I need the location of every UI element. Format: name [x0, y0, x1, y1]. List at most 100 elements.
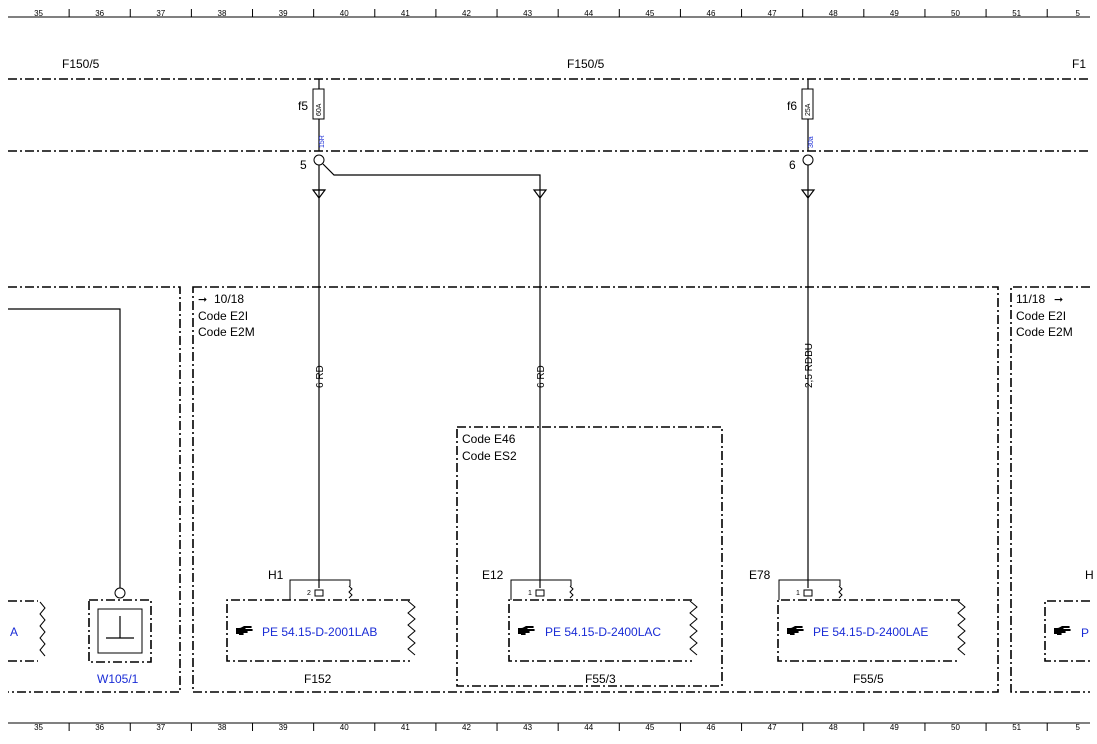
region-code: Code E2I: [1016, 309, 1066, 323]
fuse-rating: 25A: [805, 103, 812, 116]
left-partial-text[interactable]: A: [10, 625, 18, 639]
terminal-code: 15R: [319, 135, 326, 148]
ruler-number: 48: [829, 723, 838, 732]
ruler-number: 5: [1076, 723, 1081, 732]
ruler-number: 43: [523, 9, 532, 18]
reference-box-2[interactable]: PE 54.15-D-2400LAC F55/3: [508, 599, 698, 686]
ruler-number: 51: [1012, 723, 1021, 732]
region-inner: Code E46 Code ES2: [456, 426, 723, 687]
terminal-circle: [802, 154, 814, 166]
bus-label-right: F1: [1072, 57, 1086, 71]
ruler-number: 44: [584, 723, 593, 732]
ruler-number: 35: [34, 9, 43, 18]
right-partial-connector: H: [1085, 568, 1094, 582]
ground-label[interactable]: W105/1: [97, 672, 139, 686]
ruler-number: 40: [340, 723, 349, 732]
terminal-pin: 6: [789, 158, 796, 172]
terminal-code: 30a: [808, 136, 815, 148]
region-code: Code E2M: [198, 325, 255, 339]
connector-pin: 1: [528, 590, 532, 597]
ruler-number: 38: [218, 723, 227, 732]
terminal-circle: [313, 154, 325, 166]
terminal-pin: 5: [300, 158, 307, 172]
ruler-number: 47: [768, 723, 777, 732]
ruler-number: 44: [584, 9, 593, 18]
ruler-number: 38: [218, 9, 227, 18]
ruler-top: 35 36 37 38 39 40 41 42 43 44 45 46 47 48 49 50 51 5: [8, 9, 1090, 18]
bus-label-center: F150/5: [567, 57, 605, 71]
region-center: ➞ 10/18 Code E2I Code E2M: [192, 286, 999, 693]
ruler-number: 40: [340, 9, 349, 18]
region-code: Code E46: [462, 432, 516, 446]
reference-link[interactable]: PE 54.15-D-2001LAB: [262, 625, 377, 639]
ruler-number: 51: [1012, 9, 1021, 18]
ruler-number: 43: [523, 723, 532, 732]
ruler-bottom: 35 36 37 38 39 40 41 42 43 44 45 46 47 48 49 50 51 5: [8, 722, 1090, 732]
connector-name: H1: [268, 568, 284, 582]
connector-e78[interactable]: E78 1: [749, 568, 843, 600]
pointing-hand-icon: [236, 626, 253, 635]
reference-link[interactable]: PE 54.15-D-2400LAC: [545, 625, 661, 639]
region-right: 11/18 ➞ Code E2I Code E2M P H: [1010, 286, 1094, 693]
connector-h1[interactable]: H1 2: [268, 568, 353, 600]
ruler-number: 5: [1076, 9, 1081, 18]
ruler-number: 49: [890, 723, 899, 732]
ruler-number: 36: [95, 9, 104, 18]
fuse-rating: 60A: [316, 103, 323, 116]
pointing-hand-icon: [518, 626, 535, 635]
reference-footer: F55/5: [853, 672, 884, 686]
connector-pin: 1: [796, 590, 800, 597]
reference-footer: F55/3: [585, 672, 616, 686]
connector-pin: 2: [307, 590, 311, 597]
connector-name: E12: [482, 568, 504, 582]
connector-name: E78: [749, 568, 771, 582]
ruler-number: 42: [462, 9, 471, 18]
wire-h1[interactable]: 6 RD: [311, 165, 327, 588]
region-code: Code E2M: [1016, 325, 1073, 339]
ruler-number: 50: [951, 723, 960, 732]
reference-box-1[interactable]: PE 54.15-D-2001LAB F152: [226, 599, 416, 686]
ruler-number: 42: [462, 723, 471, 732]
ruler-number: 39: [279, 723, 288, 732]
ruler-number: 39: [279, 9, 288, 18]
region-code: Code ES2: [462, 449, 517, 463]
ground-icon: [97, 608, 143, 654]
region-code: Code E2I: [198, 309, 248, 323]
ruler-number: 36: [95, 723, 104, 732]
wire-e78[interactable]: 2,5 RDBU: [800, 165, 816, 588]
fuse-f6[interactable]: f6 25A 30a 6: [787, 79, 815, 172]
ruler-number: 45: [645, 9, 654, 18]
arrow-icon: ➞: [198, 294, 207, 306]
ruler-number: 37: [156, 9, 165, 18]
right-partial-text[interactable]: P: [1081, 626, 1089, 640]
arrow-icon: ➞: [1054, 294, 1063, 306]
ruler-number: 41: [401, 9, 410, 18]
ruler-number: 48: [829, 9, 838, 18]
ruler-number: 45: [645, 723, 654, 732]
ruler-number: 46: [707, 9, 716, 18]
wire-label: 6 RD: [536, 365, 547, 388]
region-ref: 10/18: [214, 292, 244, 306]
connector-e12[interactable]: E12 1: [482, 568, 574, 600]
reference-link[interactable]: PE 54.15-D-2400LAE: [813, 625, 928, 639]
ruler-number: 49: [890, 9, 899, 18]
ruler-number: 46: [707, 723, 716, 732]
wire-e12[interactable]: 6 RD: [322, 163, 548, 588]
ruler-number: 35: [34, 723, 43, 732]
ruler-number: 50: [951, 9, 960, 18]
reference-box-3[interactable]: PE 54.15-D-2400LAE F55/5: [777, 599, 966, 686]
region-left: W105/1 A: [8, 286, 181, 693]
ruler-number: 41: [401, 723, 410, 732]
fuse-f5[interactable]: f5 60A 15R 5: [298, 79, 326, 172]
fuse-name: f6: [787, 99, 797, 113]
reference-footer: F152: [304, 672, 332, 686]
wire-label: 2,5 RDBU: [804, 343, 815, 388]
ruler-number: 47: [768, 9, 777, 18]
pointing-hand-icon: [787, 626, 804, 635]
region-ref: 11/18: [1016, 292, 1045, 306]
bus-label-left: F150/5: [62, 57, 100, 71]
ruler-number: 37: [156, 723, 165, 732]
fuse-name: f5: [298, 99, 308, 113]
wire-label: 6 RD: [315, 365, 326, 388]
